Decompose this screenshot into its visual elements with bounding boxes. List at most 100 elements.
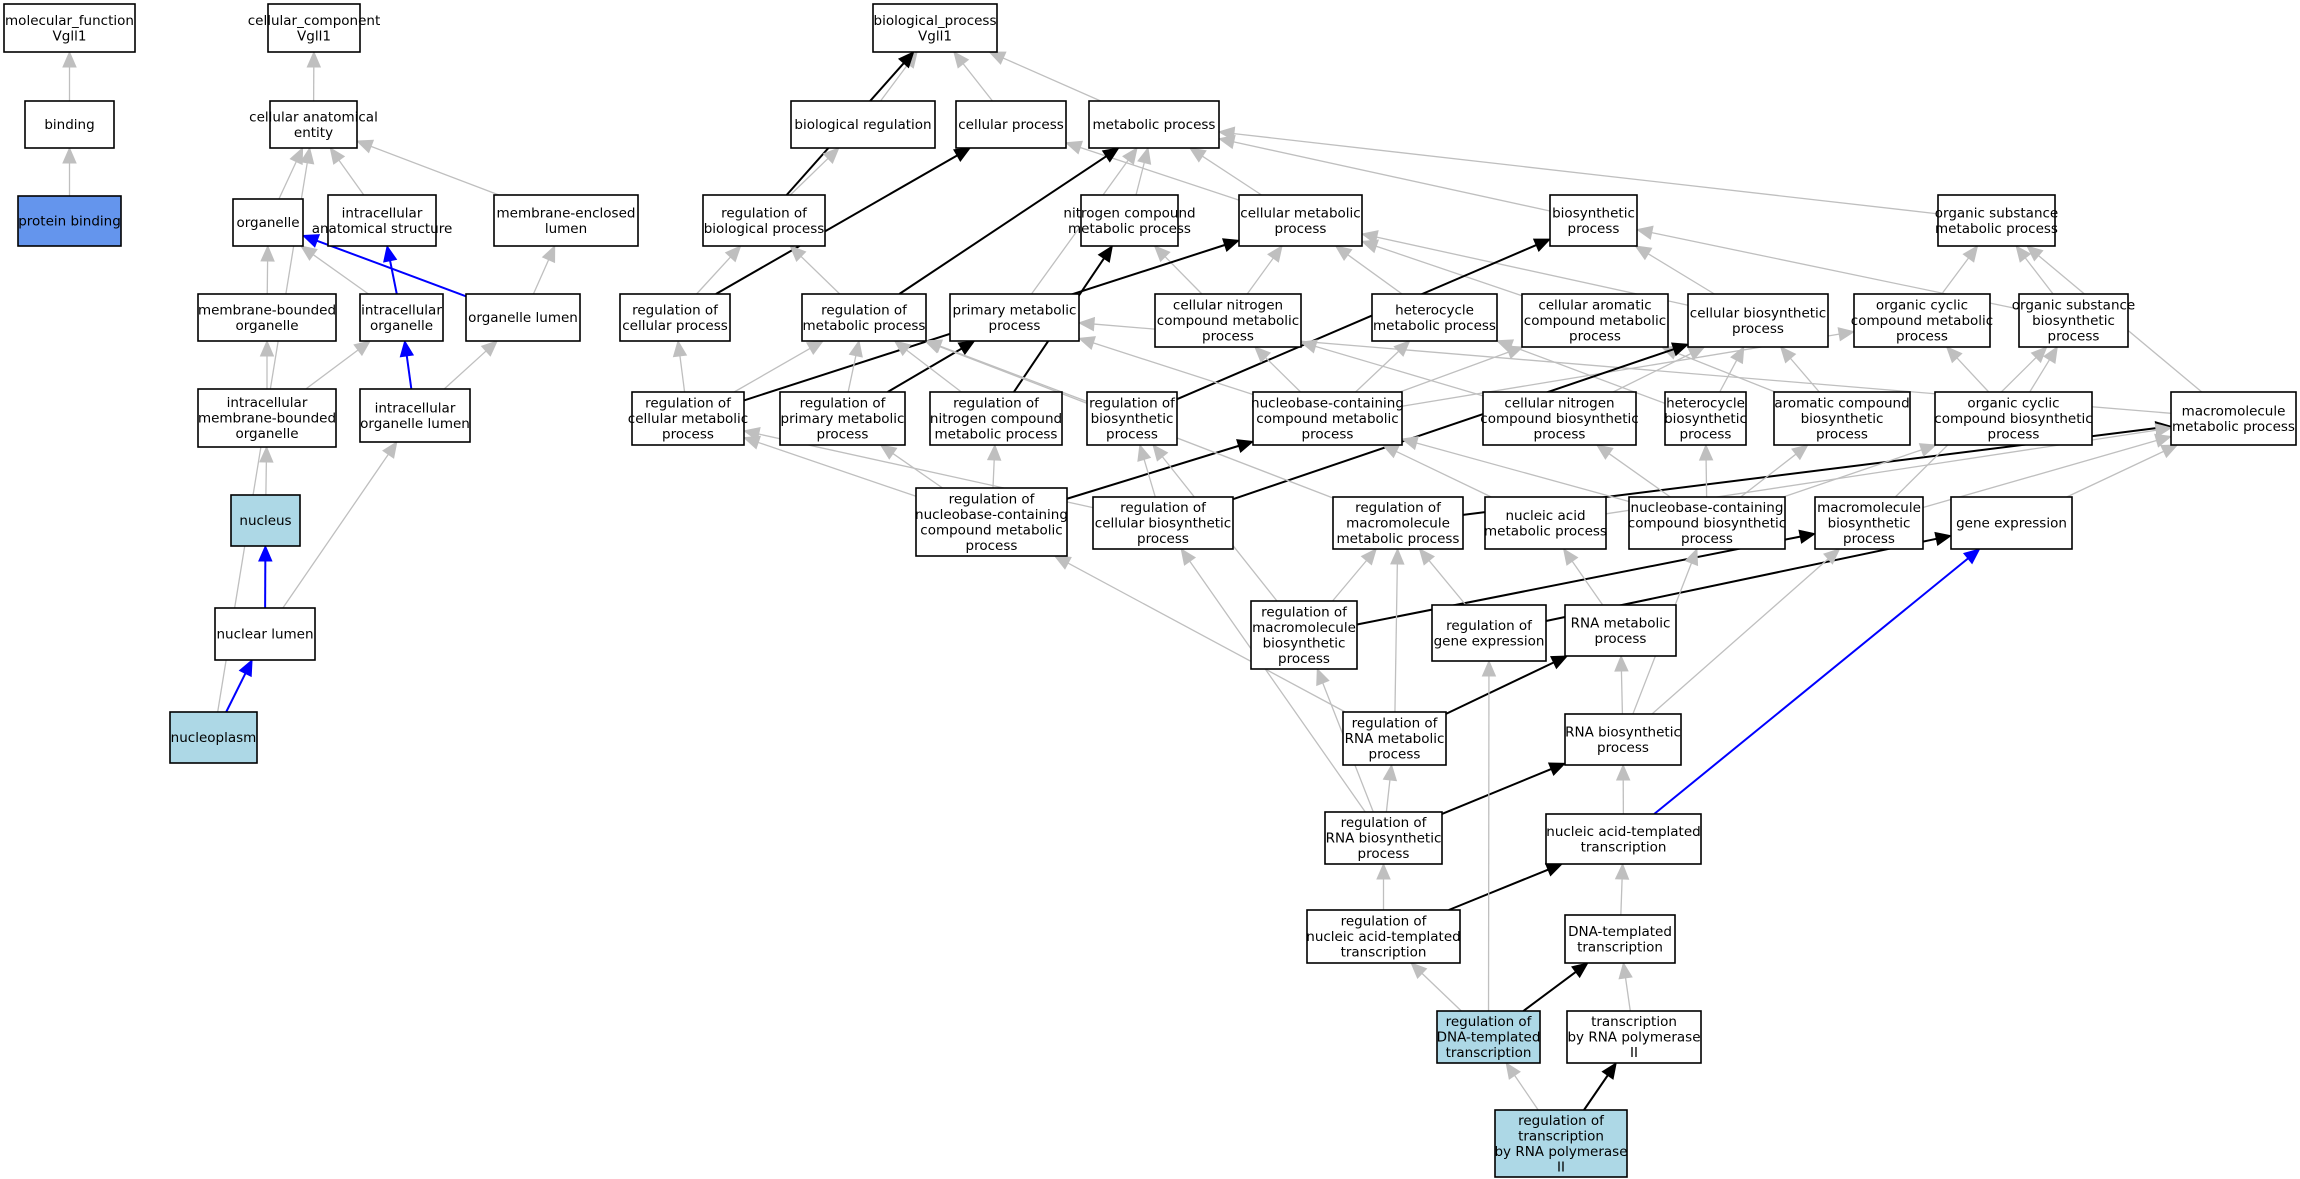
go-term-node-regulation-of-nucleobase-containing-compound-metabolic-process[interactable]: regulation ofnucleobase-containingcompou… [915, 487, 1068, 557]
edge-ge-to-mmp [2066, 444, 2179, 498]
go-term-node-biological-regulation[interactable]: biological regulation [790, 100, 936, 149]
node-label-line: RNA biosynthetic [1326, 831, 1442, 847]
node-label-line: cellular_component [248, 13, 380, 29]
edge-imbo-to-mbo [259, 339, 275, 389]
edge-rrnabp-to-rcbp [1180, 547, 1366, 813]
go-term-node-organelle-lumen[interactable]: organelle lumen [465, 293, 581, 342]
go-term-node-cellular-process[interactable]: cellular process [955, 100, 1067, 149]
node-label-line: organelle lumen [468, 310, 578, 326]
node-label-line: cellular process [958, 117, 1064, 133]
node-label-line: organic cyclic [1876, 298, 1968, 314]
node-label-line: process [1106, 427, 1158, 443]
edge-mp-to-bp [988, 51, 1101, 102]
node-label-line: molecular_function [5, 13, 134, 29]
node-label-line: process [1595, 631, 1647, 647]
go-term-node-protein-binding[interactable]: protein binding [17, 195, 122, 247]
node-label-line: cellular nitrogen [1504, 396, 1614, 412]
edge-trp2-to-dtt [1618, 961, 1633, 1012]
go-term-node-regulation-of-macromolecule-biosynthetic-process[interactable]: regulation ofmacromoleculebiosyntheticpr… [1250, 600, 1358, 670]
edge-nucleus-to-imbo [259, 445, 274, 496]
edge-rnbccmp-to-rncmp [986, 443, 1002, 489]
node-label-line: organelle [370, 318, 433, 334]
edge-rbp-to-breg [789, 147, 840, 196]
go-term-node-binding[interactable]: binding [24, 100, 115, 149]
edge-cacmp-to-cmp [1360, 239, 1523, 297]
node-label-line: heterocycle [1666, 396, 1745, 412]
edge-nbccmp-to-pmp [1077, 336, 1254, 396]
node-label-line: process [1202, 329, 1254, 345]
node-label-line: cellular anatomical [249, 109, 378, 125]
node-label-line: nucleoplasm [171, 730, 257, 746]
node-label-line: transcription [1518, 1128, 1604, 1144]
go-term-node-nucleoplasm[interactable]: nucleoplasm [169, 711, 258, 764]
node-label-line: entity [294, 125, 333, 141]
edge-namp-to-nbccmp [1381, 444, 1492, 498]
go-term-node-nuclear-lumen[interactable]: nuclear lumen [214, 607, 316, 661]
go-term-node-metabolic-process[interactable]: metabolic process [1088, 100, 1220, 149]
go-term-node-nucleus[interactable]: nucleus [230, 494, 301, 547]
node-label-line: process [1843, 531, 1895, 547]
go-term-node-gene-expression[interactable]: gene expression [1950, 496, 2073, 550]
edge-rrnabp-to-rrnamp [1382, 763, 1398, 813]
node-label-line: by RNA polymerase [1567, 1030, 1700, 1046]
go-term-node-organelle[interactable]: organelle [232, 198, 304, 247]
edge-ol-to-organelle [301, 234, 467, 298]
node-label-line: transcription [1341, 945, 1427, 961]
node-label-line: RNA biosynthetic [1565, 724, 1681, 740]
edge-occmp-to-osmp [1941, 244, 1979, 295]
edge-rnabp-to-rnamp [1614, 654, 1629, 715]
edge-nl-to-nucleus [258, 544, 273, 609]
